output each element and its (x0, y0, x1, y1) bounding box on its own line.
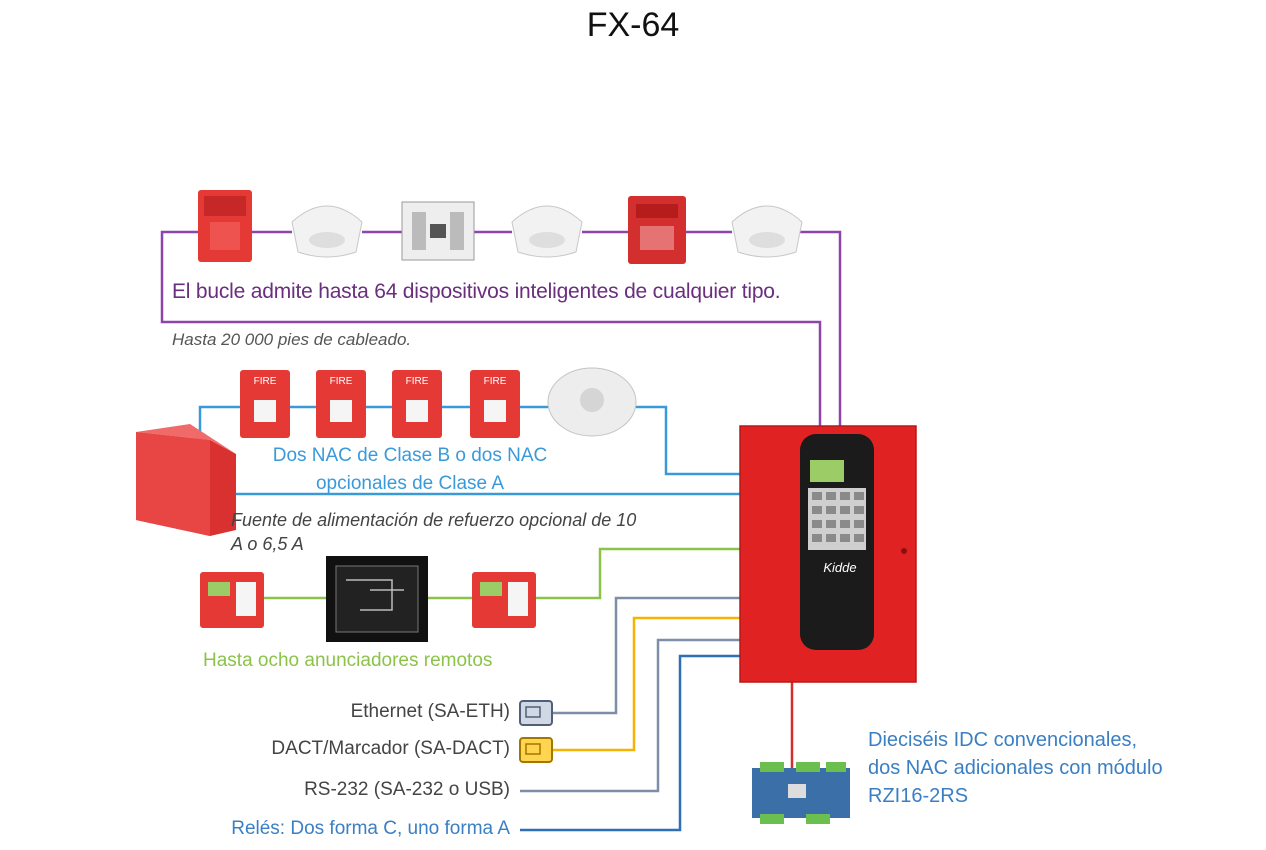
smoke-detector-device (511, 205, 583, 258)
ceiling-speaker-strobe (547, 367, 637, 437)
heat-detector-device (731, 205, 803, 258)
dact-wire (552, 616, 740, 752)
page-title: FX-64 (586, 6, 680, 44)
wiring-length-label: Hasta 20 000 pies de cableado. (172, 330, 412, 349)
dact-module-icon (519, 737, 553, 763)
strobe-label: FIRE (330, 376, 353, 387)
relays-label: Relés: Dos forma C, uno forma A (231, 818, 510, 839)
ethernet-wire (552, 596, 740, 715)
strobe-device: FIRE (316, 370, 366, 438)
ethernet-label: Ethernet (SA-ETH) (350, 701, 510, 722)
ethernet-module-icon (519, 700, 553, 726)
loop-wire (160, 230, 842, 428)
smoke-detector-device (291, 205, 363, 258)
strobe-device: FIRE (470, 370, 520, 438)
strobe-device: FIRE (392, 370, 442, 438)
annunciator-label: Hasta ocho anunciadores remotos (203, 650, 493, 671)
nac-wire (198, 405, 740, 476)
rs232-wire (520, 638, 740, 793)
strobe-label: FIRE (254, 376, 277, 387)
dact-label: DACT/Marcador (SA-DACT) (271, 738, 510, 759)
panel-brand-label: Kidde (823, 560, 856, 575)
relays-wire (520, 654, 740, 832)
idc-module-label: Dieciséis IDC convencionales, dos NAC ad… (868, 729, 1163, 807)
rs232-label: RS-232 (SA-232 o USB) (304, 779, 510, 800)
power-supply-label: Fuente de alimentación de refuerzo opcio… (231, 510, 637, 554)
rzi16-module-board (752, 762, 850, 824)
strobe-label: FIRE (406, 376, 429, 387)
remote-annunciator (200, 572, 264, 628)
graphic-annunciator (326, 556, 428, 642)
loop-capacity-label: El bucle admite hasta 64 dispositivos in… (172, 280, 781, 303)
fire-alarm-control-panel: Kidde (739, 425, 917, 683)
manual-station-device (198, 190, 252, 262)
module-device (401, 201, 475, 261)
strobe-label: FIRE (484, 376, 507, 387)
power-supply-box (136, 424, 236, 536)
nac-label: Dos NAC de Clase B o dos NAC opcionales … (272, 445, 548, 494)
annunciator-wire (264, 547, 740, 600)
pull-station-device (628, 196, 686, 264)
remote-annunciator (472, 572, 536, 628)
strobe-device: FIRE (240, 370, 290, 438)
